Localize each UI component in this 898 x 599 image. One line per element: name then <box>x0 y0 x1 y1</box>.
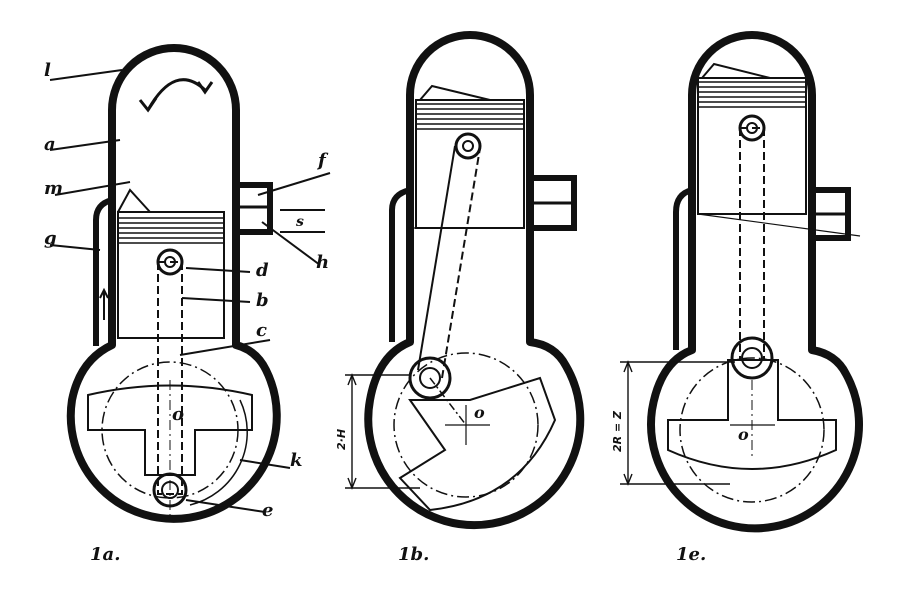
label-s: s <box>296 214 304 230</box>
dim-label-1e: 2R = Z <box>611 410 624 452</box>
dim-label-1b: 2·H <box>335 429 348 450</box>
casing-1a <box>66 44 281 523</box>
caption-1a: 1a. <box>90 544 120 565</box>
piston-1e <box>697 77 807 215</box>
figure-1e <box>620 31 863 533</box>
label-f: f <box>316 150 329 171</box>
crank-circle-1b <box>393 352 539 498</box>
connecting-rod-1b-left <box>417 145 456 371</box>
casing-1b <box>364 31 585 530</box>
crank-web-1b <box>398 376 557 512</box>
piston-rings-1b <box>416 103 524 130</box>
figure-1b <box>345 31 585 530</box>
wrist-pin-1e <box>738 114 766 142</box>
labels-1e: o 2R = Z 1e. <box>611 410 749 565</box>
figure-1a <box>49 44 331 523</box>
label-e: e <box>262 500 273 521</box>
label-h: h <box>316 252 329 273</box>
transfer-passage-1e <box>673 187 693 350</box>
label-b: b <box>256 290 269 311</box>
transfer-passage-1a <box>93 197 113 346</box>
labels-1b: o 2·H 1b. <box>335 403 485 565</box>
connecting-rod-1b-right <box>441 147 481 379</box>
label-g: g <box>44 228 57 249</box>
crankcase-inner-1a <box>189 399 248 506</box>
piston-rings-1e <box>698 81 806 108</box>
label-m: m <box>44 178 63 199</box>
label-o-1b: o <box>474 403 485 422</box>
transfer-passage-1b <box>389 187 411 342</box>
label-o-1a: o <box>172 404 184 425</box>
crank-web-1e <box>667 359 837 470</box>
labels-1a: l a m g f s h d b c o k e 1a. <box>44 60 329 565</box>
label-c: c <box>256 320 267 341</box>
caption-1e: 1e. <box>676 544 706 565</box>
flow-arrow-head2-1a <box>196 81 214 95</box>
crank-pin-1b <box>408 356 452 400</box>
label-d: d <box>256 260 269 281</box>
label-a: a <box>44 134 56 155</box>
connecting-rod-1e <box>739 127 765 361</box>
label-o-1e: o <box>738 425 749 444</box>
leader-lines-1a <box>49 69 331 513</box>
deflector-1e <box>701 62 771 79</box>
label-k: k <box>290 450 302 471</box>
deflector-1b <box>419 84 491 101</box>
dimension-1b <box>345 373 420 490</box>
up-arrow-1a <box>99 287 109 320</box>
crank-pin-1e <box>730 336 774 380</box>
wrist-pin-1a <box>156 248 184 276</box>
crank-web-1a <box>87 384 253 476</box>
caption-1b: 1b. <box>398 544 429 565</box>
piston-rings-1a <box>118 217 224 244</box>
casing-1e <box>647 31 863 533</box>
crank-circle-1e <box>679 357 825 503</box>
wrist-pin-1b <box>454 132 482 160</box>
flow-arrow-head-1a <box>138 97 158 113</box>
connecting-rod-1a <box>157 261 183 495</box>
piston-1a <box>117 211 225 339</box>
flow-arrow-1a <box>146 78 207 111</box>
dimension-1e <box>620 360 735 486</box>
deflector-1a <box>117 188 151 213</box>
label-l: l <box>44 60 51 81</box>
